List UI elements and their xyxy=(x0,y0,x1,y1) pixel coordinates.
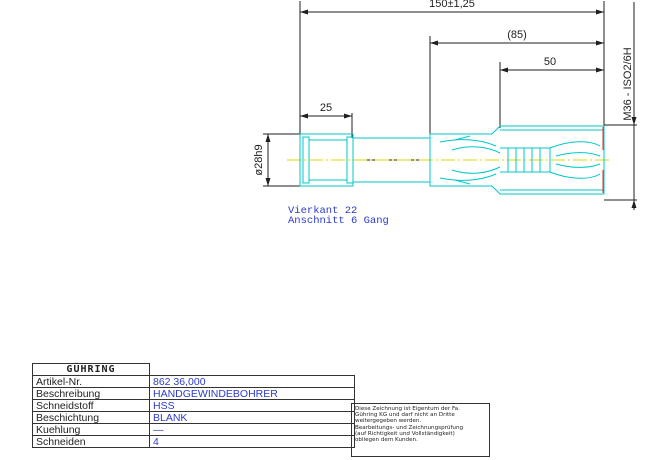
dimension-lines xyxy=(263,1,637,210)
dim-shank-diameter: ø28h9 xyxy=(253,144,265,175)
title-block: GÜHRING Artikel-Nr. 862 36,000 Beschreib… xyxy=(32,363,355,448)
row-value: 862 36,000 xyxy=(149,375,355,388)
table-row: Schneiden 4 xyxy=(32,435,355,448)
tap-outline xyxy=(299,125,605,195)
ownership-disclaimer: Diese Zeichnung ist Eigentum der Fa. Güh… xyxy=(351,403,490,457)
logo-spacer xyxy=(149,363,355,376)
note-square: Vierkant 22 xyxy=(288,205,358,217)
row-value: HANDGEWINDEBOHRER xyxy=(149,387,355,400)
dim-thread-spec: M36 - ISO2/6H xyxy=(622,47,634,120)
row-label: Kuehlung xyxy=(32,423,150,436)
disclaimer-line: (auf Richtigkeit und Vollständigkeit) xyxy=(355,430,455,437)
table-row: Schneidstoff HSS xyxy=(32,399,355,412)
disclaimer-line: Gühring KG und darf nicht an Dritte xyxy=(355,412,455,419)
note-chamfer: Anschnitt 6 Gang xyxy=(288,215,389,227)
row-label: Schneiden xyxy=(32,435,150,448)
disclaimer-line: Diese Zeichnung ist Eigentum der Fa. xyxy=(355,406,460,412)
row-label: Beschichtung xyxy=(32,411,150,424)
table-row: Kuehlung — xyxy=(32,423,355,436)
drawing-notes: Vierkant 22 Anschnitt 6 Gang xyxy=(288,205,389,227)
row-label: Artikel-Nr. xyxy=(32,375,150,388)
table-row: Beschichtung BLANK xyxy=(32,411,355,424)
row-value: HSS xyxy=(149,399,355,412)
dim-square-length: 25 xyxy=(320,102,332,114)
row-value: BLANK xyxy=(149,411,355,424)
disclaimer-line: obliegen dem Kunden. xyxy=(355,437,418,444)
dim-thread-length: 50 xyxy=(544,56,556,68)
row-label: Beschreibung xyxy=(32,387,150,400)
table-row: Beschreibung HANDGEWINDEBOHRER xyxy=(32,387,355,400)
table-row: Artikel-Nr. 862 36,000 xyxy=(32,375,355,388)
row-value: 4 xyxy=(149,435,355,448)
dim-overall-length: 150±1,25 xyxy=(429,0,475,10)
dim-ref-length: (85) xyxy=(507,29,527,41)
disclaimer-line: weitergegeben werden. xyxy=(355,418,422,425)
row-value: — xyxy=(149,423,355,436)
disclaimer-line: Bearbeitungs- und Zeichnungsprüfung xyxy=(355,424,464,431)
dimension-arrows xyxy=(265,9,637,208)
row-label: Schneidstoff xyxy=(32,399,150,412)
company-logo: GÜHRING xyxy=(32,363,150,376)
